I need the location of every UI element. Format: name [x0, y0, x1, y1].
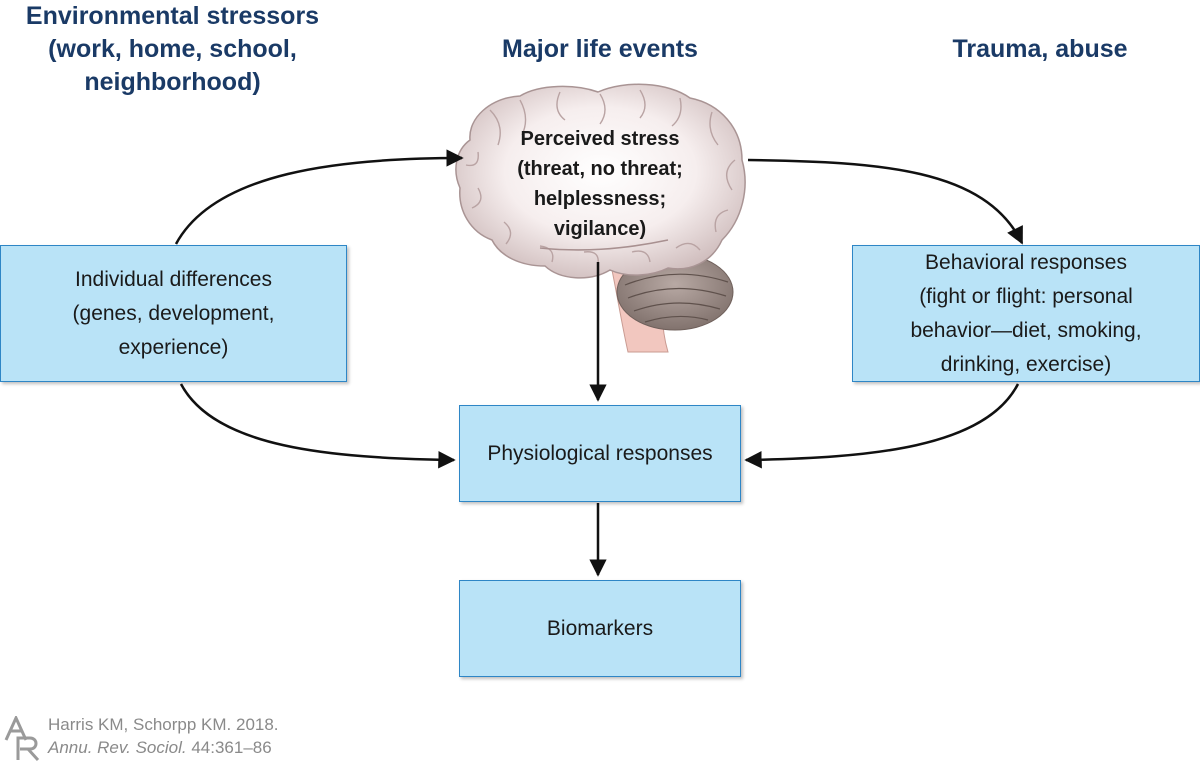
arrow-individual-to-physiological: [179, 383, 456, 469]
physiological-responses-box: Physiological responses: [459, 405, 741, 502]
biomarkers-box: Biomarkers: [459, 580, 741, 677]
header-major-life-events: Major life events: [502, 35, 698, 63]
individual-line-1: Individual differences: [75, 267, 272, 291]
behavioral-responses-box: Behavioral responses (fight or flight: p…: [852, 245, 1200, 382]
perceived-stress-line-2: (threat, no threat;: [517, 158, 683, 180]
behavioral-line-4: drinking, exercise): [940, 352, 1112, 376]
individual-differences-box: Individual differences (genes, developme…: [0, 245, 347, 382]
header-env-line-2: (work, home, school,: [48, 35, 297, 63]
perceived-stress-line-4: vigilance): [553, 218, 647, 240]
physiological-label: Physiological responses: [487, 441, 713, 465]
arrow-individual-to-stress: [174, 149, 464, 245]
citation-journal-line: Annu. Rev. Sociol. 44:361–86: [48, 736, 279, 759]
arrow-stress-to-behavioral: [747, 158, 1024, 245]
cerebrum-shape: [455, 83, 746, 279]
perceived-stress-line-3: helplessness;: [533, 188, 667, 210]
header-trauma-abuse: Trauma, abuse: [952, 35, 1128, 63]
behavioral-line-1: Behavioral responses: [925, 250, 1127, 274]
behavioral-line-3: behavior—diet, smoking,: [910, 318, 1142, 342]
header-environmental-stressors: Environmental stressors (work, home, sch…: [0, 0, 345, 99]
perceived-stress-label: Perceived stress (threat, no threat; hel…: [478, 124, 722, 244]
arrow-behavioral-to-physiological: [744, 383, 1020, 469]
individual-line-3: experience): [118, 335, 229, 359]
perceived-stress-line-1: Perceived stress: [520, 128, 680, 150]
citation-journal: Annu. Rev. Sociol.: [48, 738, 187, 757]
citation-authors: Harris KM, Schorpp KM. 2018.: [48, 715, 279, 734]
header-env-line-1: Environmental stressors: [25, 2, 320, 30]
citation-volume: 44:361–86: [186, 738, 272, 757]
brain-illustration: [455, 83, 746, 353]
header-env-line-3: neighborhood): [84, 68, 261, 96]
annual-reviews-logo-icon: [4, 716, 40, 762]
citation-credit: Harris KM, Schorpp KM. 2018. Annu. Rev. …: [48, 713, 279, 759]
behavioral-line-2: (fight or flight: personal: [919, 284, 1133, 308]
individual-line-2: (genes, development,: [72, 301, 275, 325]
biomarkers-label: Biomarkers: [546, 616, 654, 640]
